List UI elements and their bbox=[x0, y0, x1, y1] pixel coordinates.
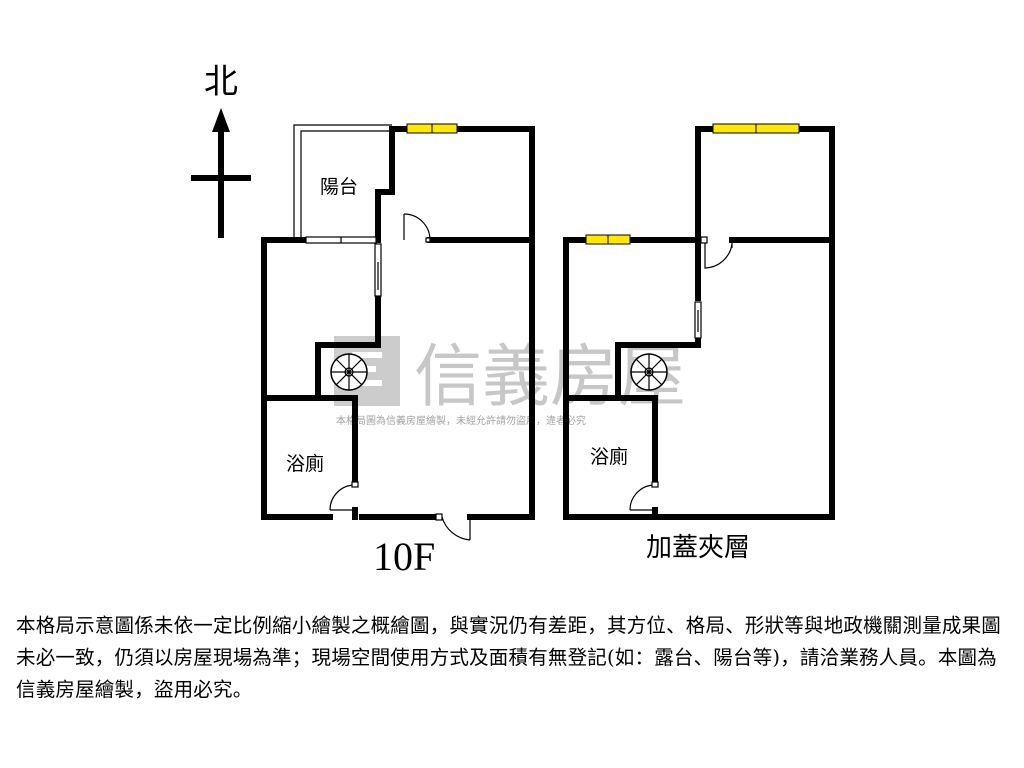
window-icon-3 bbox=[585, 234, 631, 245]
spiral-staircase-icon-2 bbox=[630, 353, 668, 391]
disclaimer-text: 本格局示意圖係未依一定比例縮小繪製之概繪圖，與實況仍有差距，其方位、格局、形狀等… bbox=[16, 614, 1002, 701]
floor-mezzanine: 浴廁 加蓋夾層 bbox=[563, 123, 835, 563]
balcony-outline bbox=[293, 124, 392, 240]
spiral-staircase-icon bbox=[330, 353, 368, 391]
compass: 北 bbox=[191, 62, 251, 238]
floor-10f: 陽台 浴廁 10F bbox=[261, 123, 535, 579]
watermark-note: 本格局圖為信義房屋繪製，未經允許請勿盜用，違者必究 bbox=[336, 414, 586, 427]
bathroom-door-icon-2 bbox=[629, 481, 659, 511]
sliding-door-icon-2 bbox=[374, 243, 382, 297]
floor-label-10f: 10F bbox=[373, 534, 435, 579]
room-label-balcony: 陽台 bbox=[320, 176, 358, 198]
sliding-door-icon-3 bbox=[694, 301, 702, 339]
floor-label-mezzanine: 加蓋夾層 bbox=[646, 533, 750, 563]
window-icon-2 bbox=[712, 123, 800, 134]
north-label: 北 bbox=[204, 62, 238, 102]
floor-plan: 北 信義房屋 本格局圖為信義房屋繪製，未經允許請勿盜用，違者必究 bbox=[191, 62, 835, 579]
door-swing-icon-2 bbox=[700, 236, 733, 269]
room-label-bathroom-mezzanine: 浴廁 bbox=[590, 445, 628, 468]
window-icon bbox=[406, 123, 458, 134]
room-label-bathroom-10f: 浴廁 bbox=[286, 452, 324, 475]
sliding-door-icon bbox=[305, 236, 377, 244]
entrance-door-icon bbox=[435, 513, 471, 541]
bathroom-door-icon bbox=[329, 481, 359, 511]
north-arrow-icon bbox=[191, 108, 251, 238]
door-swing-icon bbox=[403, 213, 431, 243]
